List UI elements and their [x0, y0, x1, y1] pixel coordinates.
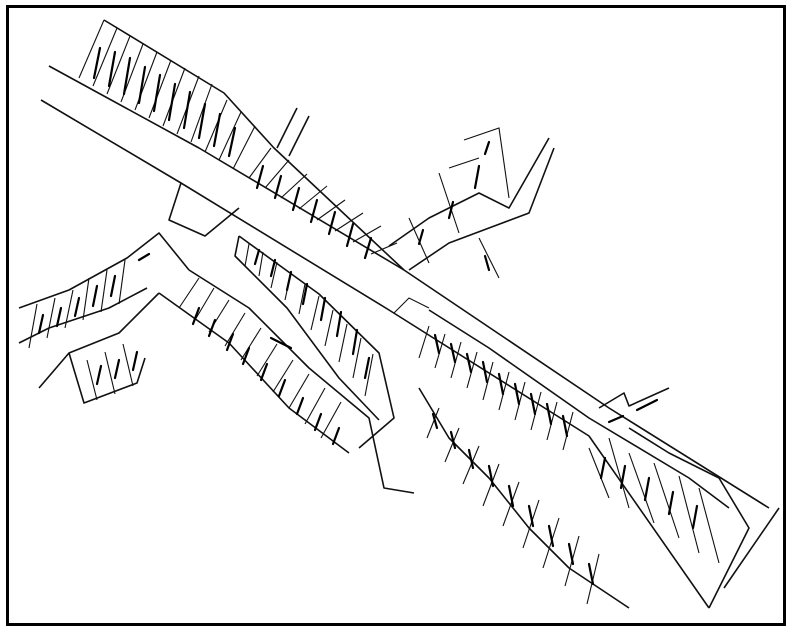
south-lot-row-east	[418, 309, 730, 509]
map-frame	[6, 5, 786, 626]
west-cluster-lots	[18, 232, 190, 404]
south-lots	[418, 387, 630, 609]
north-lane	[276, 107, 310, 157]
north-lot-row-west	[78, 19, 405, 271]
south-diagonal-street	[158, 269, 415, 494]
handwritten-owner-annotations	[37, 46, 699, 586]
village-plat-map	[18, 19, 780, 609]
central-wedge-lots	[168, 182, 395, 449]
southeast-lots	[588, 387, 780, 609]
east-north-block	[388, 127, 555, 314]
main-street	[40, 65, 770, 609]
